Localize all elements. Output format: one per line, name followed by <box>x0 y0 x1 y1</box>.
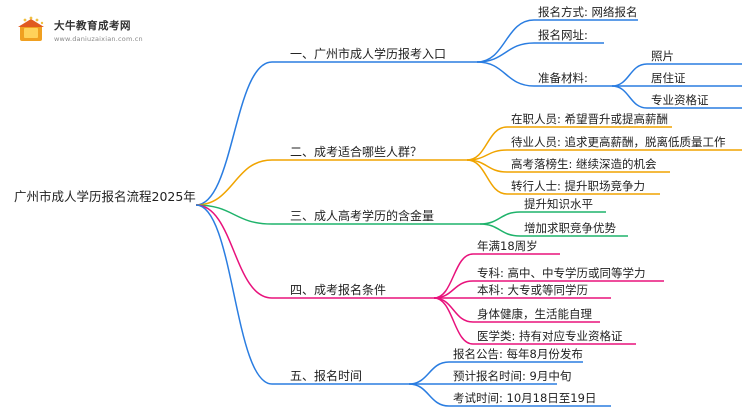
branch-label-1: 一、广州市成人学历报考入口 <box>290 46 446 61</box>
child-label-3-1: 提升知识水平 <box>524 197 593 211</box>
child-connector-4-4 <box>433 297 474 323</box>
branch-connector-5 <box>195 204 273 385</box>
child-connector-3-1 <box>479 211 521 225</box>
child-label-2-2: 待业人员: 追求更高薪酬，脱离低质量工作 <box>511 135 726 149</box>
child-connector-1-2 <box>476 42 535 63</box>
child-label-2-4: 转行人士: 提升职场竞争力 <box>511 179 645 193</box>
subchild-label-3: 专业资格证 <box>651 93 709 107</box>
child-label-5-3: 考试时间: 10月18日至19日 <box>453 391 596 405</box>
child-connector-1-1 <box>476 19 535 63</box>
branch-label-3: 三、成人高考学历的含金量 <box>290 208 434 223</box>
child-label-1-1: 报名方式: 网络报名 <box>538 5 638 19</box>
subchild-label-1: 照片 <box>651 49 674 63</box>
child-connector-5-3 <box>408 383 450 407</box>
child-connector-4-2 <box>433 280 474 299</box>
subchild-connector-1 <box>611 63 648 87</box>
child-connector-4-1 <box>433 253 474 299</box>
branch-connector-4 <box>195 204 273 299</box>
branch-label-5: 五、报名时间 <box>290 368 362 383</box>
child-label-2-1: 在职人员: 希望晋升或提高薪酬 <box>511 112 668 126</box>
child-label-1-2: 报名网址: <box>538 28 588 42</box>
branch-label-4: 四、成考报名条件 <box>290 282 386 297</box>
child-connector-5-1 <box>408 361 450 385</box>
child-connector-1-3 <box>476 61 535 87</box>
logo-icon <box>16 16 48 44</box>
child-connector-2-4 <box>466 159 508 195</box>
child-connector-3-2 <box>479 223 521 237</box>
child-label-5-1: 报名公告: 每年8月份发布 <box>453 347 583 361</box>
child-label-4-3: 本科: 大专或等同学历 <box>477 283 588 297</box>
child-label-1-3: 准备材料: <box>538 71 588 85</box>
child-label-4-5: 医学类: 持有对应专业资格证 <box>477 329 623 343</box>
subchild-connector-3 <box>611 85 648 109</box>
child-label-3-2: 增加求职竞争优势 <box>524 221 616 235</box>
branch-connector-1 <box>195 61 273 206</box>
branch-label-2: 二、成考适合哪些人群？ <box>290 144 422 159</box>
child-label-5-2: 预计报名时间: 9月中旬 <box>453 369 571 383</box>
child-label-2-3: 高考落榜生: 继续深造的机会 <box>511 157 657 171</box>
subchild-label-2: 居住证 <box>651 71 686 85</box>
logo-url: www.daniuzaixian.com.cn <box>54 35 143 43</box>
child-connector-4-5 <box>433 297 474 345</box>
logo-title: 大牛教育成考网 <box>54 20 131 32</box>
child-label-4-4: 身体健康，生活能自理 <box>477 307 592 321</box>
child-label-4-2: 专科: 高中、中专学历或同等学力 <box>477 266 646 280</box>
branch-connector-3 <box>195 204 273 225</box>
child-label-4-1: 年满18周岁 <box>477 239 538 253</box>
branch-connector-2 <box>195 159 273 206</box>
root-label: 广州市成人学历报名流程2025年 <box>14 189 196 204</box>
